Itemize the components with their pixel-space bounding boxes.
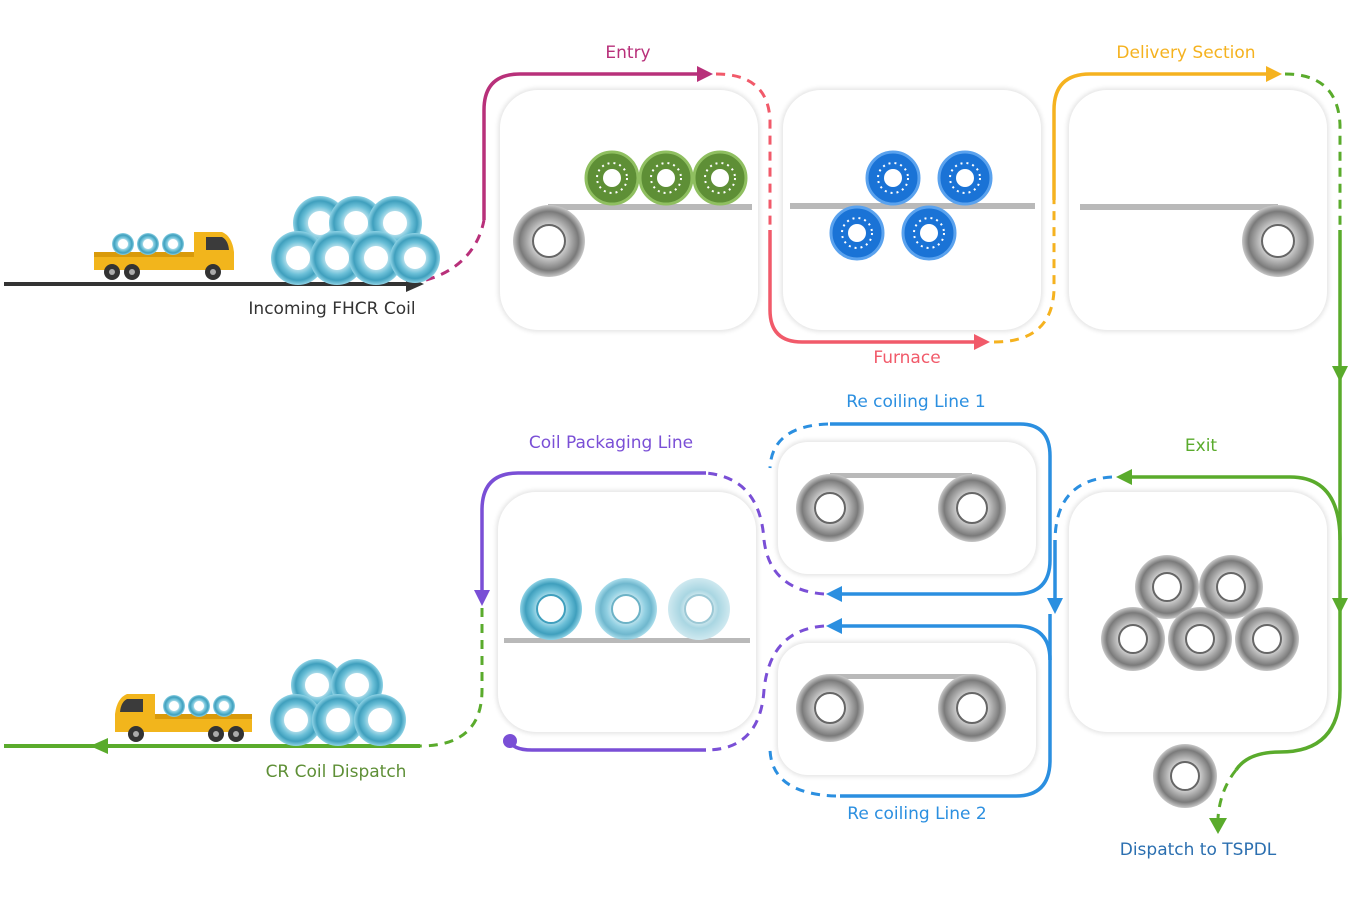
packaging-start-dot [503, 734, 517, 748]
tspdl-label: Dispatch to TSPDL [1119, 840, 1277, 860]
furnace-arrow-icon [974, 334, 990, 350]
recoil-line-1-loop [830, 422, 1052, 596]
tspdl-coil-icon [1153, 744, 1217, 808]
incoming-label: Incoming FHCR Coil [248, 299, 416, 319]
recoil-line-1-dashed [768, 422, 829, 469]
tspdl-dashed [1216, 769, 1238, 819]
recoil-line-2-dashed [768, 749, 837, 798]
delivery-path [1052, 72, 1268, 200]
exit-trunk [1234, 230, 1342, 772]
delivery-label: Delivery Section [1116, 43, 1256, 63]
exit-branch [1130, 475, 1342, 541]
recoil-line-2-arrow-icon [826, 618, 842, 634]
recoil-line-1-arrow-icon [826, 586, 842, 602]
exit-label: Exit [1184, 436, 1218, 456]
dispatch-arrow-icon [90, 738, 108, 754]
packaging-bottom-path [508, 739, 706, 752]
furnace-label: Furnace [873, 348, 941, 368]
packaging-path [480, 471, 706, 590]
packaging-label: Coil Packaging Line [528, 433, 694, 453]
furnace-roller-icon-3 [829, 205, 885, 261]
exit-down-arrow-icon-2 [1332, 598, 1348, 614]
packaging-to-dispatch-dashed [419, 608, 484, 748]
incoming-truck-icon [94, 232, 234, 280]
dispatch-truck-icon [115, 694, 252, 742]
incoming-coil-pile [271, 196, 440, 285]
cr-dispatch-label: CR Coil Dispatch [265, 762, 407, 782]
furnace-roller-icon-2 [937, 150, 993, 206]
entry-arrow-icon [697, 66, 713, 82]
recoil-line-1-equipment [796, 473, 1006, 542]
recoil-line-1-label: Re coiling Line 1 [846, 392, 986, 412]
packaging-equipment [504, 578, 750, 643]
entry-roller-icon-2 [638, 150, 694, 206]
entry-roller-icon-3 [692, 150, 748, 206]
tspdl-arrow-icon [1209, 818, 1227, 834]
recoil-line-2-top [840, 624, 1052, 661]
furnace-to-delivery-dashed [993, 200, 1056, 344]
delivery-equipment [1080, 204, 1314, 277]
entry-label: Entry [605, 43, 651, 63]
furnace-roller-icon-1 [865, 150, 921, 206]
exit-to-recoil-dashed [1053, 475, 1113, 541]
furnace-roller-icon-4 [901, 205, 957, 261]
delivery-to-exit-dashed [1284, 72, 1342, 230]
exit-left-arrow-icon [1116, 469, 1132, 485]
entry-equipment [513, 150, 752, 277]
entry-roller-icon-1 [584, 150, 640, 206]
incoming-to-entry-dashed [425, 219, 486, 282]
recoil2-to-packaging-dashed [705, 624, 825, 752]
recoil-line-2-label: Re coiling Line 2 [847, 804, 987, 824]
exit-down-arrow-icon-1 [1332, 366, 1348, 382]
exit-coil-stack [1101, 555, 1299, 671]
furnace-equipment [790, 150, 1035, 261]
recoil-line-2-loop [840, 614, 1052, 798]
entry-path [482, 72, 700, 220]
recoil-down-arrow-icon [1047, 598, 1063, 614]
furnace-path [768, 230, 975, 344]
delivery-arrow-icon [1266, 66, 1282, 82]
dispatch-coil-pile [270, 659, 406, 746]
furnace-station-card [783, 90, 1041, 330]
packaging-arrow-icon [474, 590, 490, 606]
recoil-line-2-equipment [796, 674, 1006, 742]
